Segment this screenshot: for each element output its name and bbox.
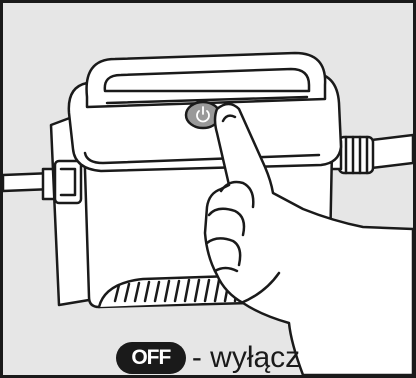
carry-handle (87, 53, 326, 107)
side-clip (55, 161, 81, 203)
caption-text: - wyłącz (192, 341, 300, 375)
power-supply-illustration (3, 3, 413, 375)
off-badge: OFF (116, 342, 186, 374)
caption: OFF - wyłącz (3, 338, 413, 378)
